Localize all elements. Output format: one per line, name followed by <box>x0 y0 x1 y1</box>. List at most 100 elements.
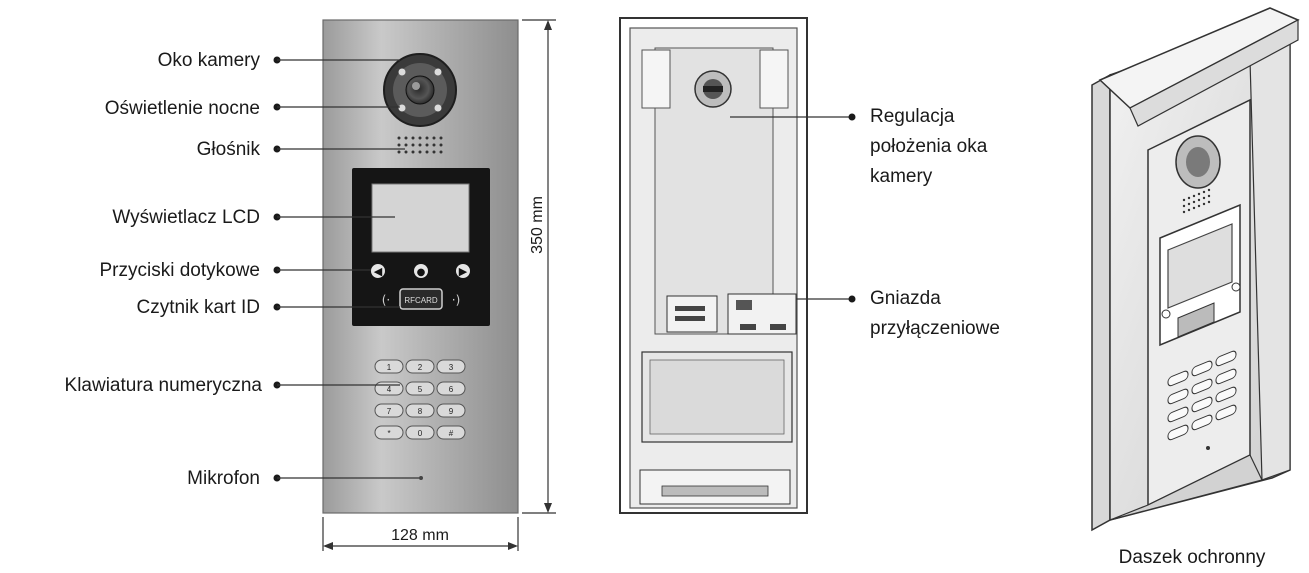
label-lcd: Wyświetlacz LCD <box>112 207 260 228</box>
keypad-key-label: # <box>449 429 454 438</box>
front-labels: Oko kamery Oświetlenie nocne Głośnik Wyś… <box>65 50 419 489</box>
numeric-keypad: 1 2 3 4 5 6 7 8 9 * 0 # <box>374 359 466 440</box>
dimension-height: 350 mm <box>522 19 556 514</box>
svg-text:·): ·) <box>452 293 461 307</box>
hood-speaker-hole <box>1197 198 1201 202</box>
keypad-key-label: 9 <box>449 407 454 416</box>
keypad-key[interactable]: 3 <box>436 359 466 374</box>
keypad-key[interactable]: 7 <box>374 403 404 418</box>
speaker-hole <box>425 150 429 154</box>
keypad-key[interactable]: 1 <box>374 359 404 374</box>
hood-speaker-hole <box>1207 194 1211 198</box>
dimension-width: 128 mm <box>322 517 519 551</box>
microphone-hole <box>419 476 423 480</box>
touch-buttons: ◀ ● ▶ <box>371 264 470 278</box>
svg-text:◀: ◀ <box>374 265 383 278</box>
speaker-hole <box>404 150 408 154</box>
speaker-hole <box>439 143 443 147</box>
hood-speaker-hole <box>1192 194 1196 198</box>
hood-speaker-hole <box>1197 204 1201 208</box>
hood-keypad-key <box>1167 388 1189 405</box>
keypad-key-label: 8 <box>418 407 423 416</box>
hood-speaker-hole <box>1197 192 1201 196</box>
speaker-hole <box>439 136 443 140</box>
speaker-hole <box>418 150 422 154</box>
speaker-hole <box>425 143 429 147</box>
hood-speaker-hole <box>1187 196 1191 200</box>
camera-eye <box>383 53 457 127</box>
hood-speaker-hole <box>1187 202 1191 206</box>
hood-speaker-hole <box>1202 190 1206 194</box>
keypad-key-label: 0 <box>418 429 423 438</box>
keypad-key[interactable]: * <box>374 425 404 440</box>
speaker-hole <box>432 136 436 140</box>
keypad-key-label: 2 <box>418 363 423 372</box>
keypad-key[interactable]: 9 <box>436 403 466 418</box>
label-sockets-line2: przyłączeniowe <box>870 318 1000 339</box>
card-reader: RFCARD (· ·) <box>382 288 461 310</box>
hood-keypad-key <box>1191 360 1213 377</box>
svg-text:(·: (· <box>382 293 391 307</box>
label-camera-adjust-line1: Regulacja <box>870 106 955 127</box>
back-labels: Regulacja położenia oka kamery Gniazda p… <box>730 106 1000 339</box>
hood-keypad-key <box>1167 406 1189 423</box>
keypad-key[interactable]: 8 <box>405 403 435 418</box>
hood-keypad-key <box>1191 414 1213 431</box>
label-night-light: Oświetlenie nocne <box>105 98 260 119</box>
svg-text:▶: ▶ <box>459 265 468 278</box>
height-dimension-text: 350 mm <box>529 196 546 254</box>
speaker-hole <box>425 136 429 140</box>
speaker-hole <box>432 143 436 147</box>
keypad-key-label: 7 <box>387 407 392 416</box>
hood-speaker-hole <box>1202 196 1206 200</box>
label-keypad: Klawiatura numeryczna <box>65 375 263 396</box>
protective-hood <box>1091 7 1300 532</box>
keypad-key[interactable]: 2 <box>405 359 435 374</box>
keypad-key[interactable]: 6 <box>436 381 466 396</box>
keypad-key-label: 6 <box>449 385 454 394</box>
label-microphone: Mikrofon <box>187 468 260 489</box>
keypad-key-label: 4 <box>387 385 392 394</box>
hood-speaker-hole <box>1202 202 1206 206</box>
hood-speaker-hole <box>1187 208 1191 212</box>
speaker-hole <box>418 143 422 147</box>
hood-keypad-key <box>1167 424 1189 441</box>
keypad-key-label: 3 <box>449 363 454 372</box>
keypad-key[interactable]: # <box>436 425 466 440</box>
label-camera-adjust-line3: kamery <box>870 166 933 187</box>
speaker-hole <box>397 150 401 154</box>
hood-speaker-hole <box>1207 188 1211 192</box>
front-panel: ◀ ● ▶ RFCARD (· ·) 1 2 3 4 5 6 7 8 9 * 0 # <box>322 19 519 514</box>
speaker-hole <box>411 150 415 154</box>
hood-keypad-key <box>1191 396 1213 413</box>
width-dimension-text: 128 mm <box>391 527 449 544</box>
hood-keypad-key <box>1215 350 1237 367</box>
hood-keypad-key <box>1215 386 1237 403</box>
back-panel <box>619 17 808 514</box>
speaker-hole <box>418 136 422 140</box>
label-sockets-line1: Gniazda <box>870 288 941 309</box>
hood-speaker-hole <box>1192 200 1196 204</box>
hood-keypad-key <box>1215 368 1237 385</box>
reader-text: RFCARD <box>404 296 438 305</box>
speaker-hole <box>404 136 408 140</box>
hood-speaker-hole <box>1192 206 1196 210</box>
hood-keypad-key <box>1167 370 1189 387</box>
label-speaker: Głośnik <box>197 139 261 160</box>
keypad-key[interactable]: 4 <box>374 381 404 396</box>
keypad-key[interactable]: 5 <box>405 381 435 396</box>
speaker-hole <box>411 143 415 147</box>
keypad-key-label: * <box>387 429 390 438</box>
hood-speaker-hole <box>1182 198 1186 202</box>
hood-keypad-key <box>1191 378 1213 395</box>
keypad-key-label: 5 <box>418 385 423 394</box>
keypad-key[interactable]: 0 <box>405 425 435 440</box>
hood-keypad-key <box>1215 404 1237 421</box>
svg-text:●: ● <box>417 267 426 278</box>
keypad-key-label: 1 <box>387 363 392 372</box>
label-camera-adjust-line2: położenia oka <box>870 136 988 157</box>
speaker-hole <box>432 150 436 154</box>
speaker-hole <box>439 150 443 154</box>
